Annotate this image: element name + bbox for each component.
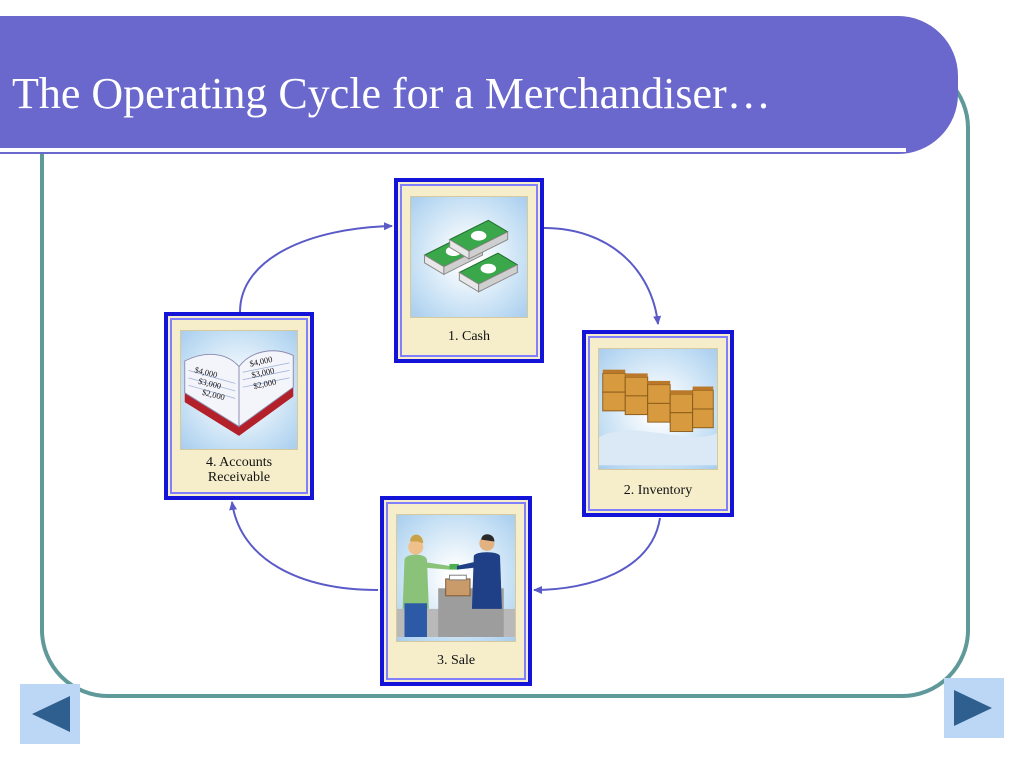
arrow-receivable-to-cash <box>239 222 393 313</box>
arrow-sale-to-receivable <box>229 501 379 591</box>
cycle-label-inventory: 2. Inventory <box>623 483 693 498</box>
ledger-book-icon: $4,000 $3,000 $2,000 $4,000 $3,000 $2,00… <box>180 330 298 450</box>
title-underline <box>0 148 906 152</box>
previous-slide-icon <box>32 696 70 732</box>
slide-title: The Operating Cycle for a Merchandiser… <box>12 69 771 118</box>
cycle-label-receivable: 4. Accounts Receivable <box>205 455 273 485</box>
cycle-card-sale: 3. Sale <box>380 496 532 686</box>
cycle-card-cash: 1. Cash <box>394 178 544 363</box>
arrow-inventory-to-sale <box>533 517 661 594</box>
cash-bundles-icon <box>410 196 528 318</box>
title-bar: The Operating Cycle for a Merchandiser… <box>0 16 958 154</box>
previous-slide-button[interactable] <box>20 684 80 744</box>
boxes-icon <box>598 348 718 470</box>
sale-transaction-icon <box>396 514 516 642</box>
next-slide-button[interactable] <box>944 678 1004 738</box>
cycle-label-sale: 3. Sale <box>436 653 476 668</box>
arrow-cash-to-inventory <box>543 227 662 325</box>
cycle-label-cash: 1. Cash <box>448 329 490 344</box>
next-slide-icon <box>954 690 992 726</box>
cycle-card-receivable: $4,000 $3,000 $2,000 $4,000 $3,000 $2,00… <box>164 312 314 500</box>
cycle-card-inventory: 2. Inventory <box>582 330 734 517</box>
